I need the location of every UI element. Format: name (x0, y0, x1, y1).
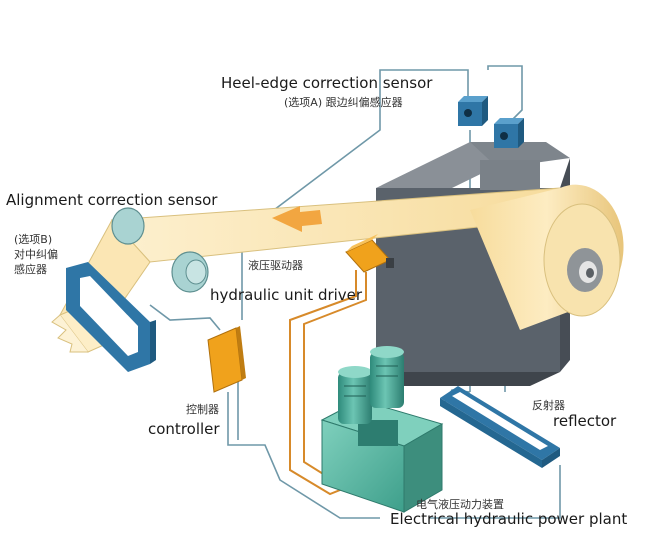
frame-side (150, 320, 156, 364)
frame-inner (80, 276, 138, 356)
alignment-sensor-frame (66, 262, 156, 372)
power-plant-label-en: Electrical hydraulic power plant (390, 510, 628, 528)
driver-label-cn: 液压驱动器 (248, 259, 303, 272)
tank-side (403, 423, 443, 513)
web-direction-arrow (272, 206, 322, 232)
reflector-label-cn: 反射器 (532, 399, 565, 412)
wire-controller-down (227, 392, 380, 519)
alignment-cn-line1: (选项B) (14, 233, 53, 246)
hydraulic-power-plant (320, 346, 444, 513)
reflector-rail (440, 386, 560, 468)
upper-roller (111, 207, 145, 245)
wire-heel-sensor-right (487, 65, 523, 123)
material-roll (470, 184, 624, 330)
motor-2 (370, 352, 404, 408)
manifold (358, 420, 398, 446)
motor-1 (338, 372, 372, 424)
hydraulic-driver (345, 234, 394, 273)
heel-edge-sensors (458, 96, 524, 148)
web-torn-end (51, 314, 88, 353)
heel-edge-sensor-label-en: Heel-edge correction sensor (221, 74, 433, 92)
wire-alignment-to-controller (149, 304, 221, 331)
reflector-label-en: reflector (553, 412, 617, 430)
driver-label-en: hydraulic unit driver (210, 286, 363, 304)
alignment-sensor-label-cn: (选项B) 对中纠偏 感应器 (14, 232, 58, 277)
controller-label-cn: 控制器 (186, 403, 219, 416)
controller-box (207, 326, 246, 393)
alignment-cn-line3: 感应器 (14, 263, 47, 276)
guide-rollers (111, 207, 209, 293)
heel-edge-sensor-2 (494, 118, 524, 148)
heel-edge-sensor-1 (458, 96, 488, 126)
alignment-sensor-label-en: Alignment correction sensor (6, 191, 218, 209)
wire-power-plant-right (430, 465, 561, 519)
lower-roller-cap (185, 259, 207, 285)
machine-side-panel (480, 160, 540, 190)
controller-label-en: controller (148, 420, 220, 438)
alignment-cn-line2: 对中纠偏 (14, 248, 58, 261)
roll-core-hole (586, 268, 594, 278)
power-plant-label-cn: 电气液压动力装置 (416, 498, 504, 511)
heel-edge-sensor-label-cn: (选项A) 跟边纠偏感应器 (284, 96, 403, 109)
